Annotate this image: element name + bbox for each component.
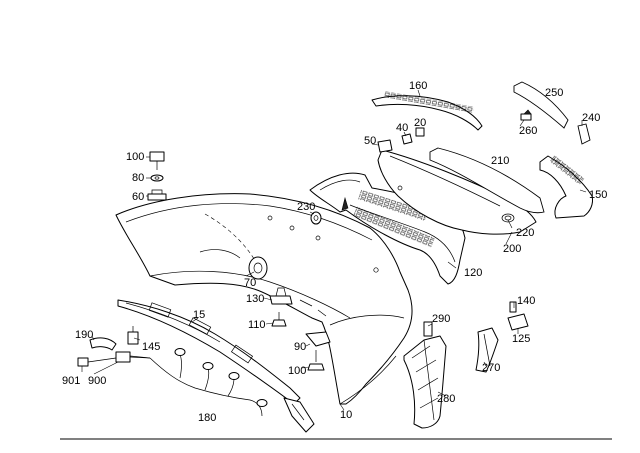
label-270: 270 (482, 362, 500, 374)
grille-mesh (429, 147, 545, 214)
label-80: 80 (132, 172, 144, 184)
label-240: 240 (582, 112, 600, 124)
label-125: 125 (512, 333, 530, 345)
label-180: 180 (198, 412, 216, 424)
fasteners-middle (269, 287, 293, 327)
bumper-cover (115, 193, 413, 405)
side-trim (539, 155, 593, 219)
label-210: 210 (491, 155, 509, 167)
support-bracket-280 (403, 335, 447, 429)
side-bracket-270 (475, 327, 499, 373)
label-280: 280 (437, 393, 455, 405)
under-panel (377, 149, 537, 235)
bracket-90 (305, 331, 331, 371)
label-50: 50 (364, 135, 376, 147)
upper-strip (371, 91, 483, 131)
label-290: 290 (432, 313, 450, 325)
grille-insert (513, 81, 569, 129)
label-190: 190 (75, 329, 93, 341)
label-20: 20 (414, 117, 426, 129)
label-10: 10 (340, 409, 352, 421)
label-40: 40 (396, 122, 408, 134)
label-100-top: 100 (126, 151, 144, 163)
fasteners-top (147, 151, 167, 201)
reinforcement-bar (117, 299, 315, 433)
label-250: 250 (545, 87, 563, 99)
fastener-290 (423, 321, 433, 337)
label-100-bottom: 100 (288, 365, 306, 377)
label-901: 901 (62, 375, 80, 387)
label-90: 90 (294, 341, 306, 353)
label-140: 140 (517, 295, 535, 307)
wiring-harness (129, 348, 268, 417)
label-60: 60 (132, 191, 144, 203)
small-parts-left (77, 326, 151, 367)
grommet-230 (310, 211, 322, 225)
leader-lines (81, 89, 587, 411)
label-220: 220 (516, 227, 534, 239)
label-70: 70 (244, 277, 256, 289)
label-110: 110 (248, 319, 266, 331)
label-150: 150 (589, 189, 607, 201)
label-230: 230 (297, 201, 315, 213)
label-260: 260 (519, 125, 537, 137)
label-900: 900 (88, 375, 106, 387)
diffuser-insert (309, 172, 466, 285)
clip-125 (507, 301, 529, 331)
label-120: 120 (464, 267, 482, 279)
label-130: 130 (246, 293, 264, 305)
clips-top (377, 127, 425, 153)
small-grille (577, 123, 591, 145)
label-160: 160 (409, 80, 427, 92)
label-145: 145 (142, 341, 160, 353)
label-200: 200 (503, 243, 521, 255)
label-15: 15 (193, 309, 205, 321)
clip-260 (520, 109, 532, 121)
